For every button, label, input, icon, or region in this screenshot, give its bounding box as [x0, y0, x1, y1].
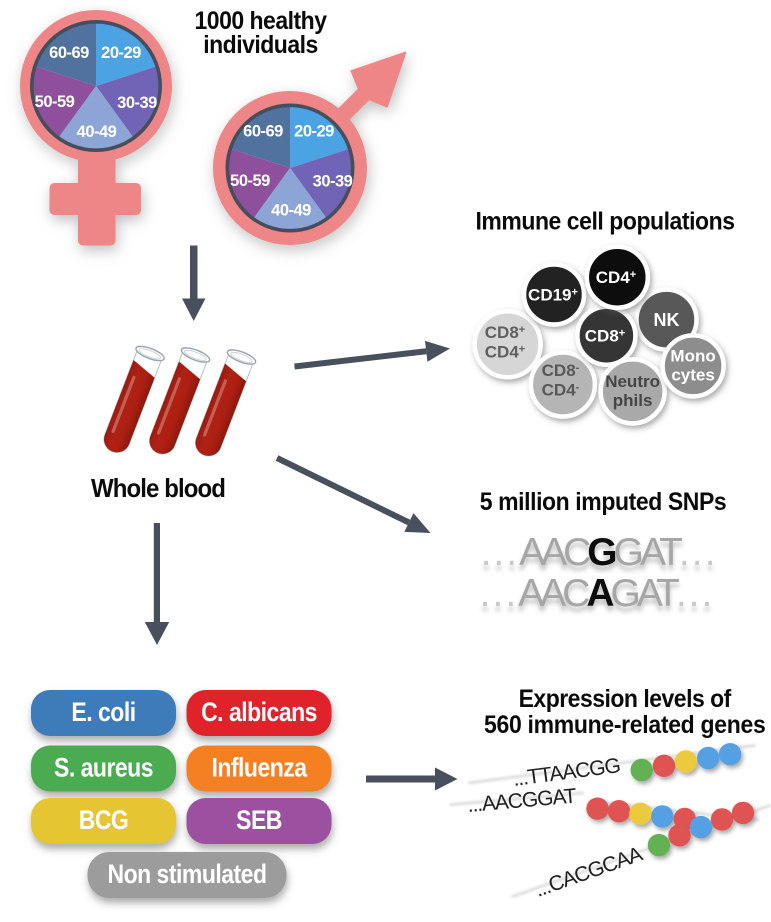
svg-text:phils: phils [613, 391, 653, 410]
svg-text:50-59: 50-59 [35, 93, 75, 111]
svg-text:...CACGCAA: ...CACGCAA [532, 843, 646, 902]
svg-text:Neutro: Neutro [605, 372, 660, 391]
svg-text:560 immune-related genes: 560 immune-related genes [484, 711, 766, 739]
svg-text:Immune cell populations: Immune cell populations [475, 208, 734, 236]
svg-text:...AACGGAT...: ...AACGGAT... [481, 531, 718, 574]
svg-text:40-49: 40-49 [77, 123, 117, 141]
svg-text:BCG: BCG [79, 805, 129, 835]
svg-text:20-29: 20-29 [101, 44, 141, 62]
svg-text:CD8+: CD8+ [485, 323, 525, 342]
svg-text:cytes: cytes [671, 366, 714, 385]
svg-text:60-69: 60-69 [49, 44, 89, 62]
svg-text:Influenza: Influenza [211, 753, 308, 783]
svg-text:CD4+: CD4+ [596, 268, 636, 287]
svg-text:CD8-: CD8- [542, 361, 580, 380]
svg-text:CD4-: CD4- [542, 381, 580, 400]
svg-text:30-39: 30-39 [117, 94, 157, 112]
svg-text:1000 healthy: 1000 healthy [195, 7, 328, 35]
svg-text:Non stimulated: Non stimulated [107, 859, 266, 889]
svg-text:40-49: 40-49 [271, 202, 311, 220]
svg-text:SEB: SEB [236, 805, 282, 835]
svg-text:...AACGGAT: ...AACGGAT [466, 784, 577, 816]
svg-text:30-39: 30-39 [313, 173, 353, 191]
svg-text:Whole blood: Whole blood [91, 475, 225, 503]
svg-text:50-59: 50-59 [230, 172, 270, 190]
svg-text:20-29: 20-29 [294, 123, 334, 141]
svg-text:NK: NK [654, 310, 680, 330]
svg-text:CD19+: CD19+ [528, 286, 578, 305]
svg-text:Expression levels of: Expression levels of [519, 685, 732, 713]
svg-text:...AACAGAT...: ...AACAGAT... [480, 572, 715, 615]
svg-text:E. coli: E. coli [71, 697, 135, 727]
svg-text:CD8+: CD8+ [585, 327, 625, 346]
svg-text:S. aureus: S. aureus [54, 753, 153, 783]
svg-text:5 million imputed SNPs: 5 million imputed SNPs [480, 488, 727, 516]
svg-text:CD4+: CD4+ [485, 343, 525, 362]
svg-text:60-69: 60-69 [243, 123, 283, 141]
svg-text:Mono: Mono [670, 347, 715, 366]
svg-text:individuals: individuals [203, 31, 318, 59]
svg-text:C. albicans: C. albicans [201, 697, 317, 727]
